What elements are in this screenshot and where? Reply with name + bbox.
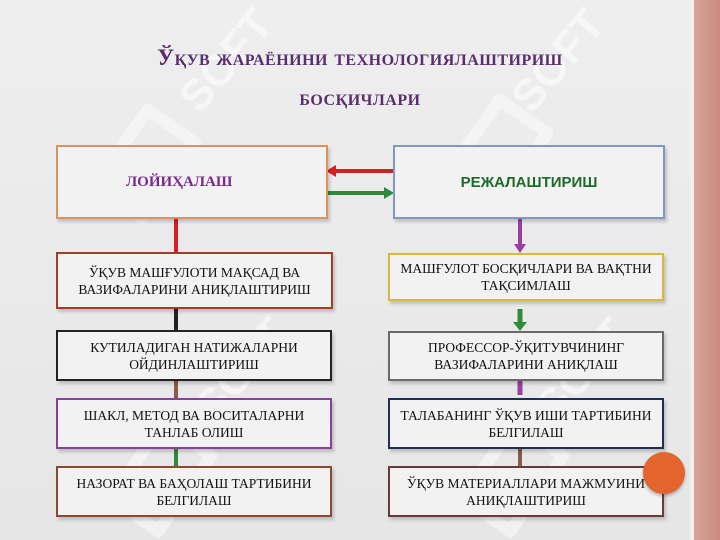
header-planning-label: РЕЖАЛАШТИРИШ: [460, 173, 598, 191]
right-step-label: МАШҒУЛОТ БОСҚИЧЛАРИ ВА ВАҚТНИ ТАҚСИМЛАШ: [400, 261, 652, 293]
page-title: Ўқув жараёнини технологиялаштириш босқич…: [40, 38, 680, 118]
decorative-circle: [643, 452, 685, 494]
left-step-label: ЎҚУВ МАШҒУЛОТИ МАҚСАД ВА ВАЗИФАЛАРИНИ АН…: [78, 264, 311, 297]
left-step-box-3: ШАКЛ, МЕТОД ВА ВОСИТАЛАРНИ ТАНЛАБ ОЛИШ: [56, 398, 332, 449]
left-step-box-1: ЎҚУВ МАШҒУЛОТИ МАҚСАД ВА ВАЗИФАЛАРИНИ АН…: [56, 252, 333, 309]
right-step-label: ТАЛАБАНИНГ ЎҚУВ ИШИ ТАРТИБИНИ БЕЛГИЛАШ: [400, 407, 652, 440]
right-step-box-4: ЎҚУВ МАТЕРИАЛЛАРИ МАЖМУИНИ АНИҚЛАШТИРИШ: [388, 466, 664, 517]
left-step-box-4: НАЗОРАТ ВА БАҲОЛАШ ТАРТИБИНИ БЕЛГИЛАШ: [56, 466, 332, 517]
right-step-box-2: ПРОФЕССОР-ЎҚИТУВЧИНИНГ ВАЗИФАЛАРИНИ АНИҚ…: [388, 331, 664, 381]
header-design-label: ЛОЙИҲАЛАШ: [126, 173, 233, 190]
left-step-box-2: КУТИЛАДИГАН НАТИЖАЛАРНИ ОЙДИНЛАШТИРИШ: [56, 330, 332, 381]
left-step-label: НАЗОРАТ ВА БАҲОЛАШ ТАРТИБИНИ БЕЛГИЛАШ: [76, 475, 312, 508]
right-step-label: ПРОФЕССОР-ЎҚИТУВЧИНИНГ ВАЗИФАЛАРИНИ АНИҚ…: [427, 340, 625, 372]
slide-edge-line: [690, 0, 694, 540]
right-step-box-3: ТАЛАБАНИНГ ЎҚУВ ИШИ ТАРТИБИНИ БЕЛГИЛАШ: [388, 398, 664, 449]
right-connector-1-head: [514, 244, 526, 253]
connector-lines: [174, 165, 527, 466]
slide-side-strip: [694, 0, 720, 540]
right-connector-2-head: [513, 322, 527, 331]
title-line-1: Ўқув жараёнини технологиялаштириш: [157, 45, 563, 70]
right-step-box-1: МАШҒУЛОТ БОСҚИЧЛАРИ ВА ВАҚТНИ ТАҚСИМЛАШ: [388, 253, 664, 301]
left-step-label: ШАКЛ, МЕТОД ВА ВОСИТАЛАРНИ ТАНЛАБ ОЛИШ: [83, 407, 305, 440]
title-line-2: босқичлари: [299, 85, 421, 110]
right-step-label: ЎҚУВ МАТЕРИАЛЛАРИ МАЖМУИНИ АНИҚЛАШТИРИШ: [407, 475, 645, 508]
arrow-to-right-header-head: [384, 187, 394, 199]
left-step-label: КУТИЛАДИГАН НАТИЖАЛАРНИ ОЙДИНЛАШТИРИШ: [90, 339, 298, 372]
arrow-to-left-header-head: [326, 165, 336, 177]
header-box-planning: РЕЖАЛАШТИРИШ: [393, 145, 665, 219]
header-box-design: ЛОЙИҲАЛАШ: [56, 145, 328, 219]
